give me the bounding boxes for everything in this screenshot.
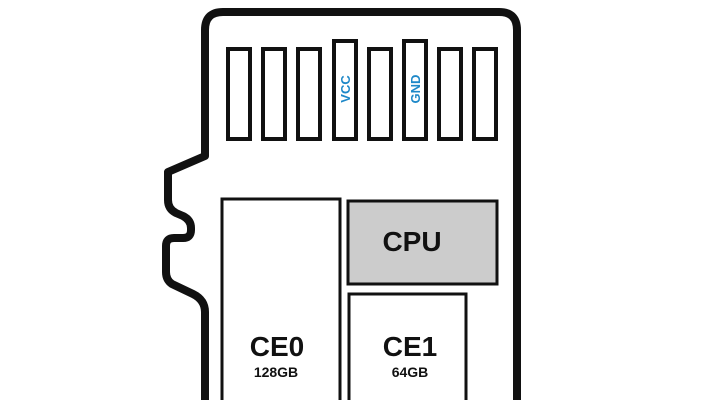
cpu-block: CPU [346, 199, 499, 286]
pin-5 [367, 47, 393, 141]
ce0-capacity: 128GB [254, 364, 298, 380]
cpu-label: CPU [382, 226, 441, 257]
pin-1 [226, 47, 252, 141]
ce0-label: CE0 [250, 331, 304, 362]
cpu-box [346, 199, 499, 286]
pin-4-vcc [332, 39, 358, 141]
ce1-box [347, 292, 468, 400]
pin-6-gnd [402, 39, 428, 141]
pin-7 [437, 47, 463, 141]
pin-6-label: GND [408, 75, 423, 104]
ce1-block: CE1 64GB [347, 292, 468, 400]
ce1-label: CE1 [383, 331, 437, 362]
contact-pins: VCC GND [226, 39, 498, 141]
pin-2 [261, 47, 287, 141]
pin-8 [472, 47, 498, 141]
pin-4-label: VCC [338, 75, 353, 103]
ce1-capacity: 64GB [392, 364, 429, 380]
ce0-block: CE0 128GB [220, 197, 342, 400]
ce0-box [220, 197, 342, 400]
pin-3 [296, 47, 322, 141]
